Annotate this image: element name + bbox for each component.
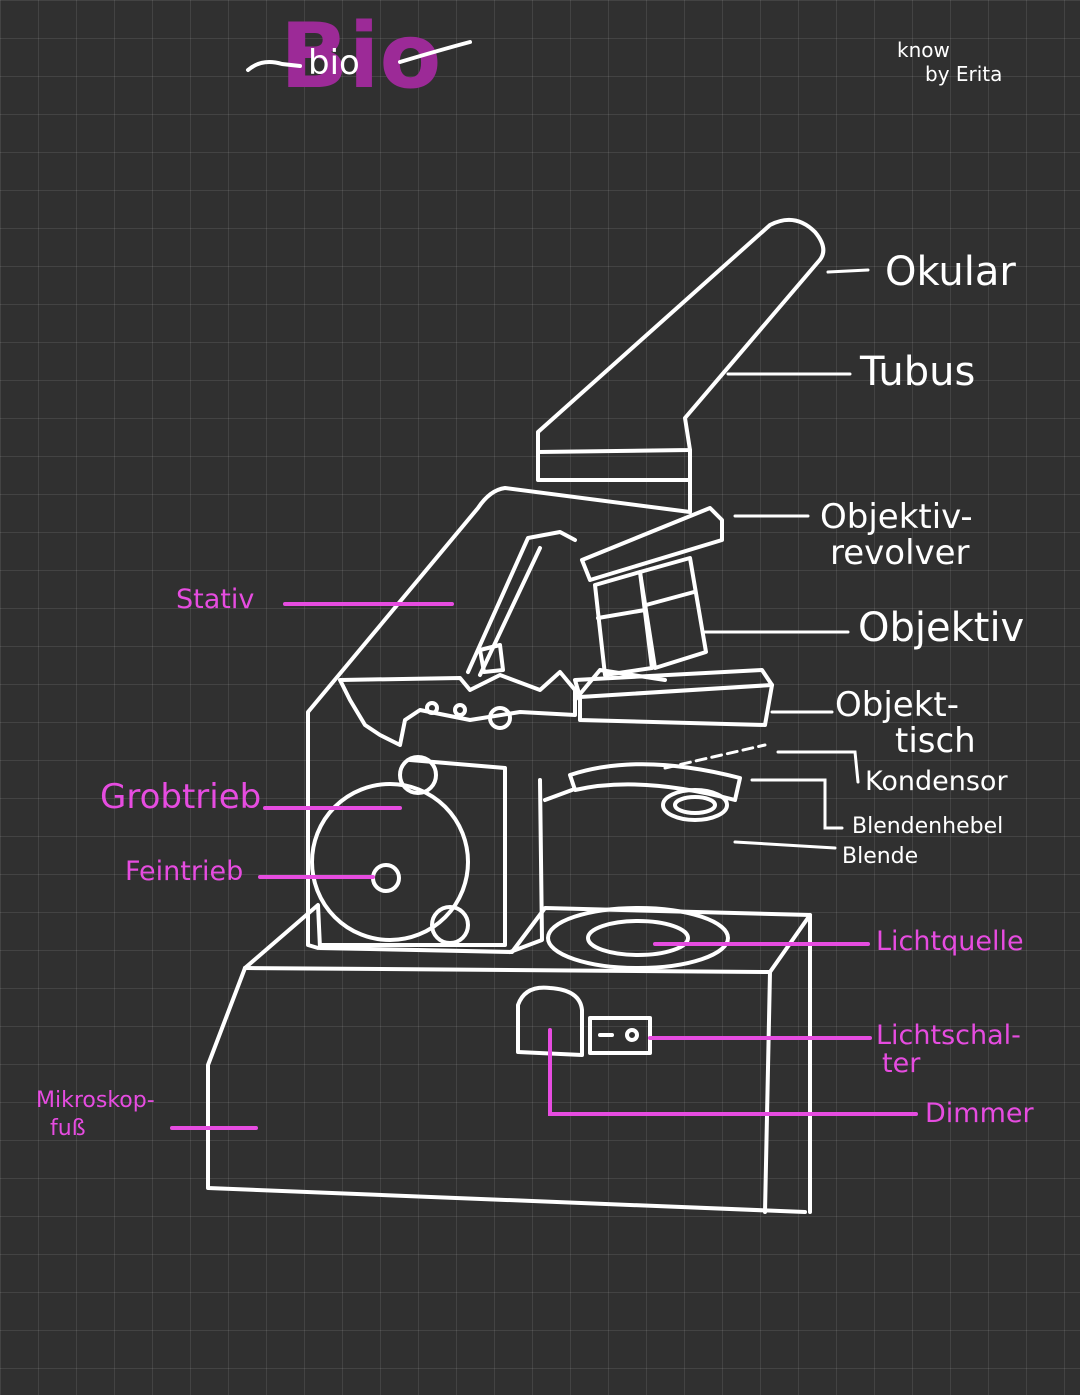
label-mikroskopfuss-1: Mikroskop- bbox=[36, 1088, 155, 1113]
eyepiece-tube bbox=[536, 217, 826, 454]
label-feintrieb: Feintrieb bbox=[125, 856, 244, 887]
condenser-dash bbox=[663, 743, 767, 770]
leader-blende bbox=[733, 840, 837, 850]
body-right bbox=[508, 778, 544, 954]
label-blende: Blende bbox=[842, 844, 919, 869]
knob-bottom bbox=[430, 905, 470, 945]
leader-okular bbox=[826, 268, 870, 274]
label-objektiv: Objektiv bbox=[858, 605, 1025, 651]
watermark-line-2: by Erita bbox=[925, 62, 1003, 86]
watermark-line-1: know bbox=[897, 38, 950, 62]
objective-1 bbox=[593, 570, 654, 677]
stage-holder bbox=[338, 670, 577, 747]
page-title-small: bio bbox=[308, 43, 360, 83]
label-objekttisch-1: Objekt- bbox=[835, 685, 959, 725]
stand-arm bbox=[306, 478, 692, 950]
focus-knob-small bbox=[478, 643, 505, 674]
light-switch-dot bbox=[625, 1028, 639, 1042]
stage-front bbox=[578, 683, 774, 727]
label-mikroskopfuss-2: fuß bbox=[50, 1116, 86, 1141]
label-okular: Okular bbox=[885, 249, 1016, 295]
knob-top bbox=[398, 755, 438, 795]
label-stativ: Stativ bbox=[176, 584, 255, 615]
diaphragm-lever-inner bbox=[673, 795, 717, 815]
base-front bbox=[243, 966, 772, 1214]
revolver bbox=[580, 506, 724, 582]
stage-clip-2 bbox=[453, 703, 467, 717]
condenser bbox=[568, 762, 742, 802]
coarse-knob bbox=[310, 782, 470, 942]
label-objektivrevolver-1: Objektiv- bbox=[820, 497, 973, 537]
base-left bbox=[206, 966, 807, 1214]
light-source bbox=[546, 906, 730, 970]
title-swash bbox=[246, 60, 302, 72]
tube-collar bbox=[536, 448, 692, 482]
stand-inner bbox=[466, 530, 577, 674]
label-dimmer: Dimmer bbox=[925, 1098, 1034, 1129]
body-block bbox=[318, 758, 507, 947]
label-objektivrevolver-2: revolver bbox=[830, 533, 970, 573]
label-objekttisch-2: tisch bbox=[895, 721, 976, 761]
objective-1-band bbox=[596, 608, 647, 620]
objective-2 bbox=[638, 556, 708, 670]
dimmer-dial bbox=[516, 985, 584, 1057]
label-grobtrieb: Grobtrieb bbox=[100, 777, 262, 817]
label-lichtschalter-1: Lichtschal- bbox=[876, 1020, 1021, 1051]
label-blendenhebel: Blendenhebel bbox=[852, 814, 1004, 839]
leader-blendenhebel bbox=[750, 778, 844, 830]
title-swash-right bbox=[398, 40, 472, 64]
fine-knob bbox=[371, 863, 401, 893]
condenser-lower bbox=[543, 788, 574, 802]
objective-2-band bbox=[644, 590, 696, 607]
leader-kondensor bbox=[776, 750, 860, 784]
label-lichtquelle: Lichtquelle bbox=[876, 926, 1024, 957]
base-top bbox=[243, 903, 812, 1214]
stage-screw bbox=[488, 706, 512, 730]
leader-dimmer bbox=[548, 1028, 918, 1116]
diaphragm-lever bbox=[661, 788, 729, 822]
stage-slide bbox=[573, 668, 667, 702]
label-kondensor: Kondensor bbox=[865, 766, 1008, 797]
stand-inner-2 bbox=[478, 546, 542, 677]
light-switch bbox=[588, 1016, 652, 1055]
label-tubus: Tubus bbox=[860, 349, 976, 395]
light-source-inner bbox=[586, 919, 690, 957]
label-lichtschalter-2: ter bbox=[882, 1048, 921, 1079]
stage-clip-1 bbox=[425, 701, 439, 715]
